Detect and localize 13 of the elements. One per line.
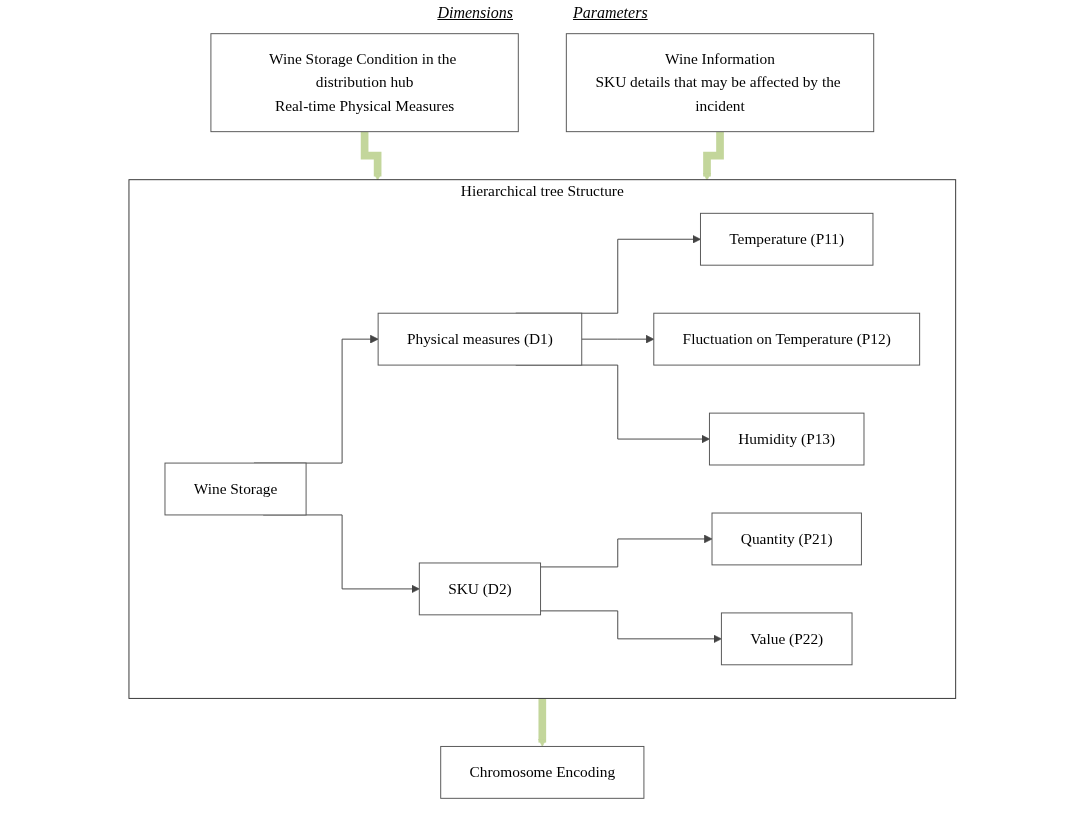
node-box: Chromosome Encoding	[440, 745, 645, 799]
node-box: Wine Information SKU details that may be affected by the incident	[566, 33, 875, 133]
column-heading: Parameters	[572, 4, 648, 22]
node-box: Wine Storage	[164, 462, 307, 516]
node-box: Quantity (P21)	[711, 512, 863, 566]
column-heading: Dimensions	[437, 4, 513, 22]
node-box: Fluctuation on Temperature (P12)	[653, 312, 921, 366]
node-box: Humidity (P13)	[709, 412, 865, 466]
node-box: Value (P22)	[721, 612, 853, 666]
node-box: Physical measures (D1)	[377, 312, 583, 366]
node-box: Wine Storage Condition in the distribution hub Real-time Physical Measures	[210, 33, 519, 133]
node-box: SKU (D2)	[419, 562, 542, 616]
node-box: Temperature (P11)	[700, 212, 874, 266]
